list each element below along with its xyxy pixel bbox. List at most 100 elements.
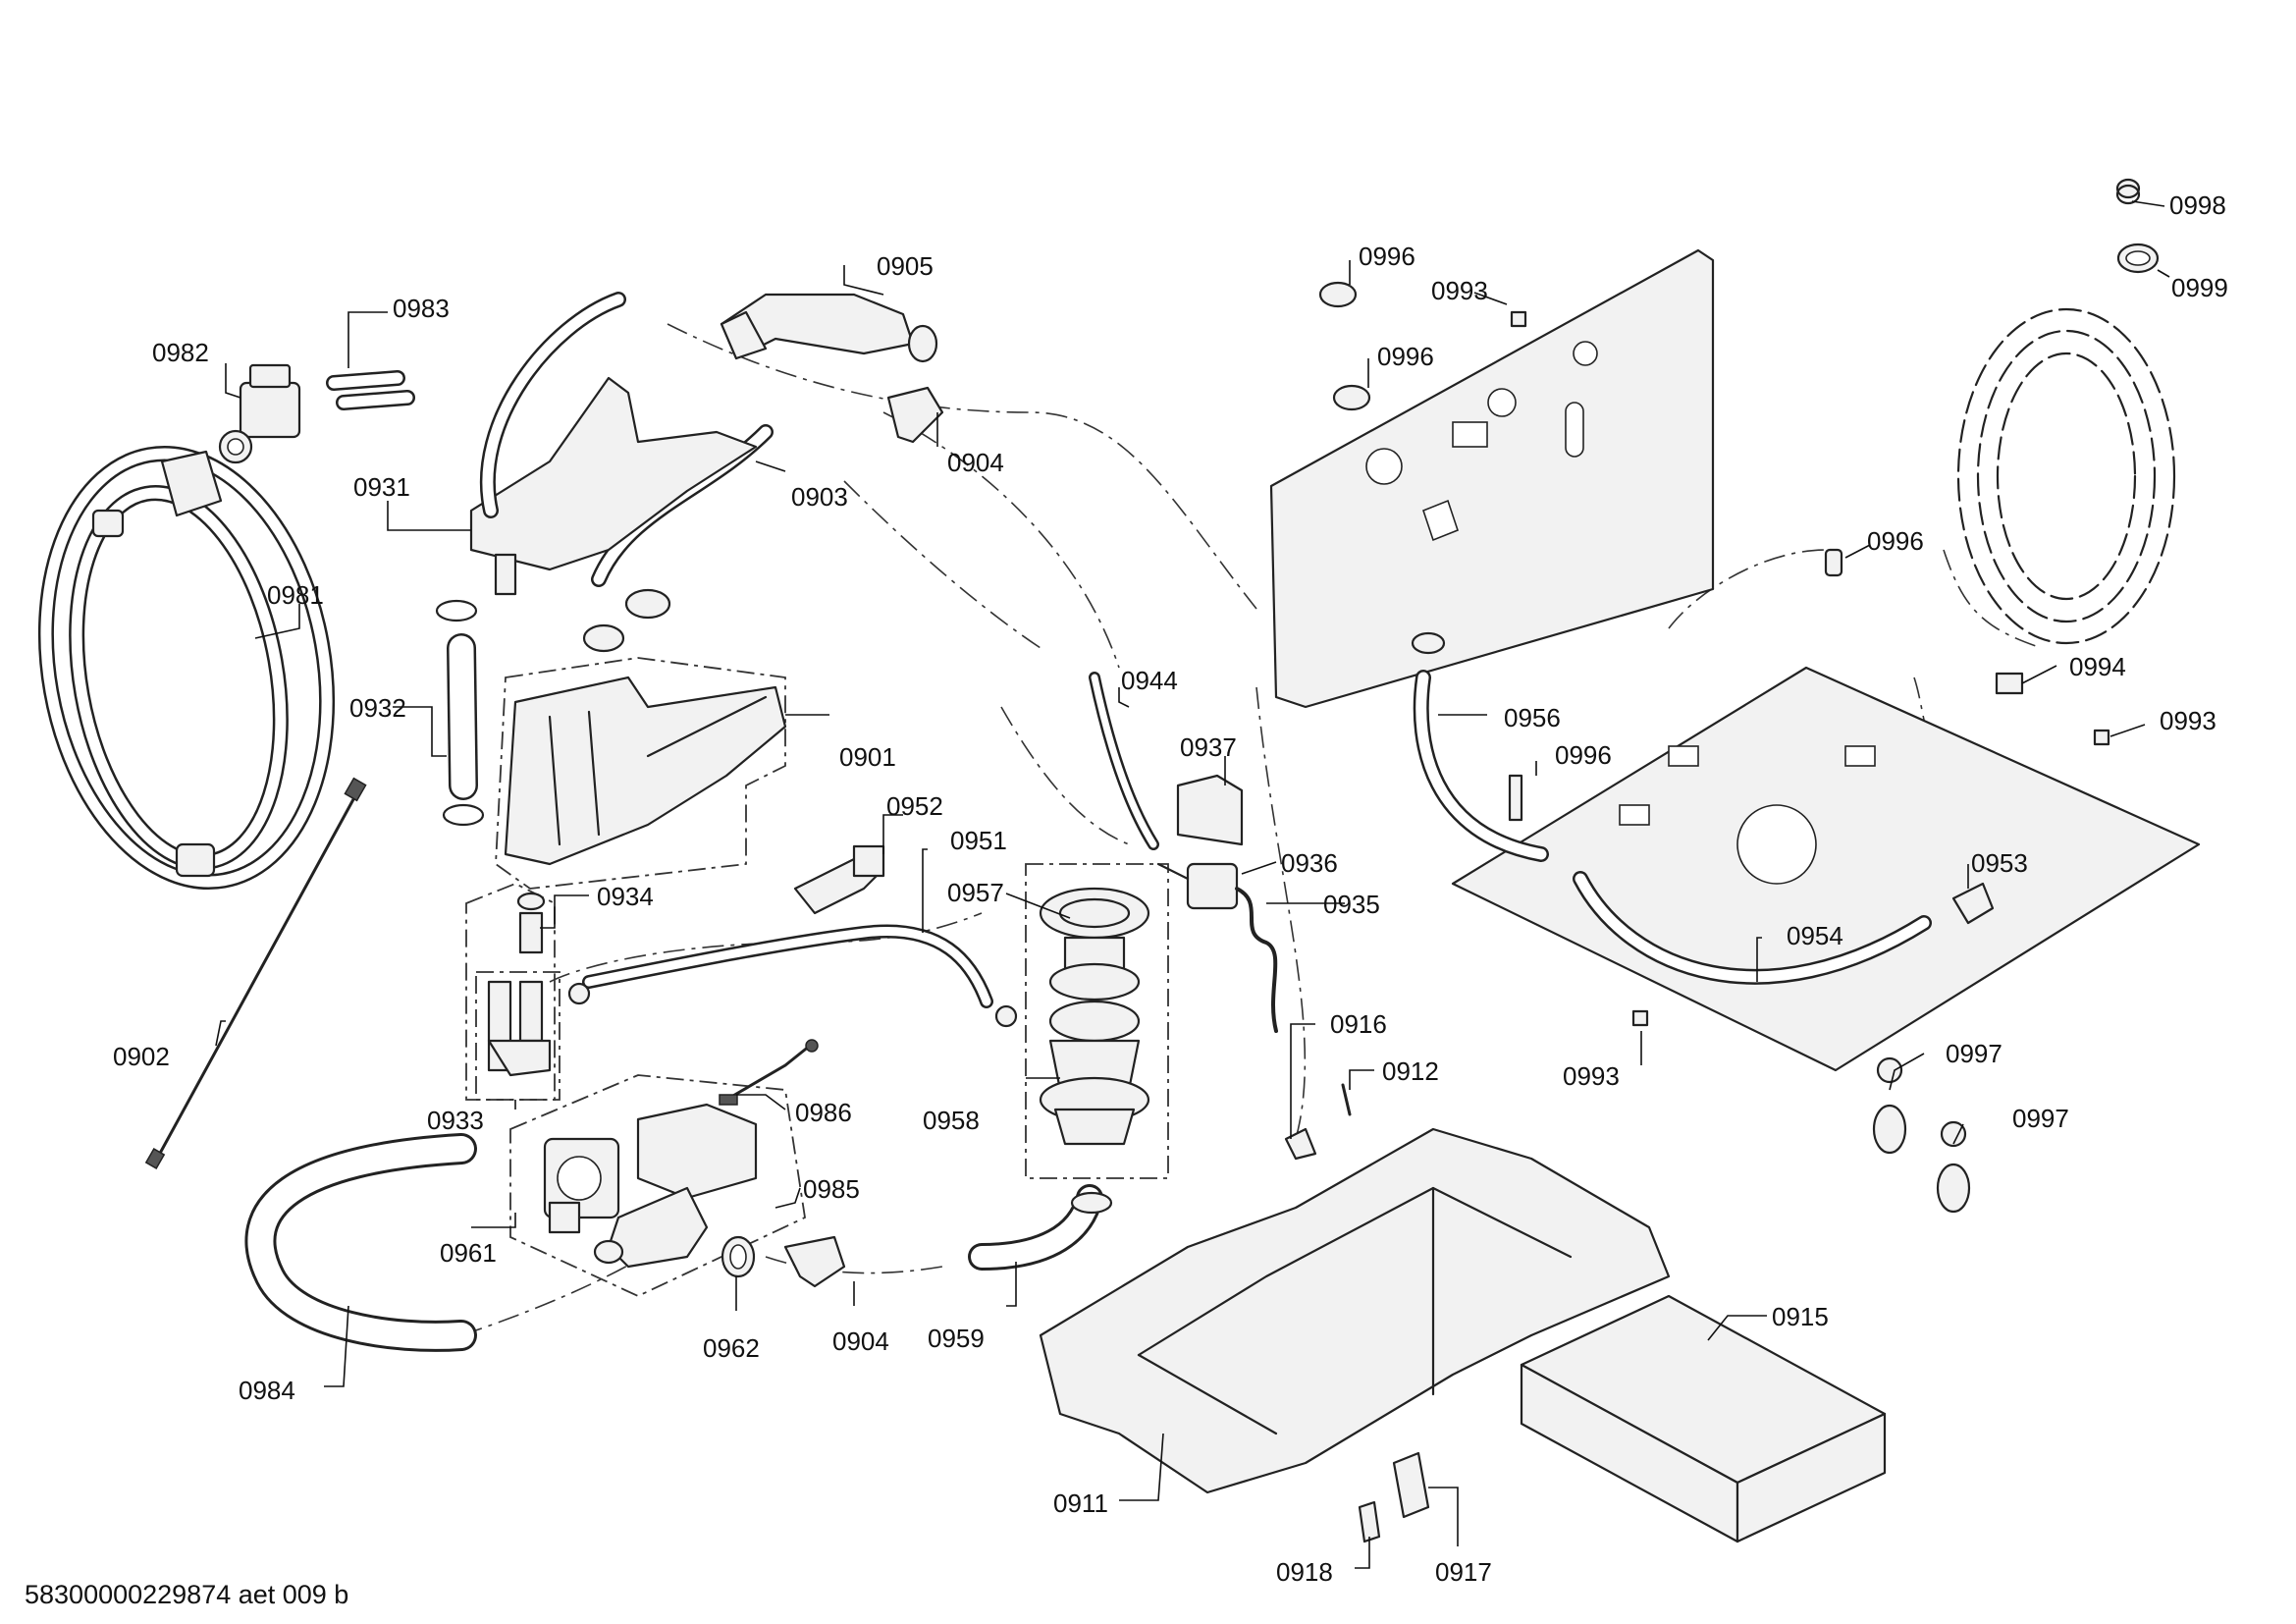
label-0996: 0996 <box>1555 740 1612 770</box>
label-0983: 0983 <box>393 294 450 323</box>
part-0904-elbow-top[interactable] <box>886 386 944 444</box>
part-0934-connector[interactable] <box>516 892 546 954</box>
label-0905: 0905 <box>877 251 934 281</box>
label-0982: 0982 <box>152 338 209 367</box>
part-back-panel[interactable] <box>1269 248 1715 709</box>
label-0903: 0903 <box>791 482 848 512</box>
part-0952-sensor[interactable] <box>793 844 885 915</box>
clip-0997-b[interactable] <box>1936 1120 1971 1214</box>
label-0958: 0958 <box>923 1106 980 1135</box>
label-0918: 0918 <box>1276 1557 1333 1587</box>
label-0986: 0986 <box>795 1098 852 1127</box>
clip-0996-a[interactable] <box>1318 281 1358 308</box>
clip-0993-c[interactable] <box>1631 1009 1649 1027</box>
part-0985-pump-housing[interactable] <box>593 1103 758 1269</box>
part-labels: 0998 0999 0905 0996 0993 0983 0982 0996 … <box>113 190 2228 1587</box>
part-0954-hose[interactable] <box>1573 871 1932 985</box>
label-0912: 0912 <box>1382 1056 1439 1086</box>
part-0912-pin[interactable] <box>1341 1083 1352 1116</box>
part-0902-wire[interactable] <box>144 777 367 1169</box>
part-0958-filter-housing[interactable] <box>1039 1000 1150 1146</box>
drawing-id: 58300000229874 aet 009 b <box>25 1580 348 1609</box>
label-0981: 0981 <box>267 580 324 610</box>
part-tub-base[interactable] <box>1451 666 2201 1072</box>
label-0993: 0993 <box>2160 706 2216 735</box>
part-0998-nut[interactable] <box>2115 178 2141 205</box>
part-0956-hose[interactable] <box>1411 631 1549 862</box>
label-0999: 0999 <box>2171 273 2228 302</box>
label-0993: 0993 <box>1563 1061 1620 1091</box>
label-0901: 0901 <box>839 742 896 772</box>
label-0934: 0934 <box>597 882 654 911</box>
part-0961-drain-pump[interactable] <box>543 1137 620 1234</box>
label-0954: 0954 <box>1787 921 1843 950</box>
part-0936-valve[interactable] <box>1156 862 1239 910</box>
label-0996: 0996 <box>1359 242 1415 271</box>
part-0911-base-frame[interactable] <box>1039 1127 1671 1494</box>
part-0986-wire[interactable] <box>719 1039 819 1106</box>
clip-0994[interactable] <box>1995 672 2024 695</box>
label-0917: 0917 <box>1435 1557 1492 1587</box>
label-0936: 0936 <box>1281 848 1338 878</box>
label-0993: 0993 <box>1431 276 1488 305</box>
label-0985: 0985 <box>803 1174 860 1204</box>
part-0957-filter-cap[interactable] <box>1039 887 1150 1001</box>
clip-0997-a[interactable] <box>1872 1056 1907 1155</box>
part-0983-hose-piece[interactable] <box>326 370 415 410</box>
part-0944-hose[interactable] <box>1089 672 1159 850</box>
label-0915: 0915 <box>1772 1302 1829 1331</box>
label-0996: 0996 <box>1377 342 1434 371</box>
part-0915-cover[interactable] <box>1520 1294 1887 1543</box>
part-0962-seal[interactable] <box>721 1235 756 1278</box>
label-0962: 0962 <box>703 1333 760 1363</box>
part-0917-board[interactable] <box>1392 1451 1430 1519</box>
label-0931: 0931 <box>353 472 410 502</box>
part-0935-tube[interactable] <box>1235 887 1278 1033</box>
label-0911: 0911 <box>1053 1489 1108 1518</box>
label-0998: 0998 <box>2169 190 2226 220</box>
label-0997: 0997 <box>1946 1039 2002 1068</box>
label-0902: 0902 <box>113 1042 170 1071</box>
label-0904: 0904 <box>947 448 1004 477</box>
clip-0996-b[interactable] <box>1332 384 1371 411</box>
part-0933-air-trap[interactable] <box>487 980 552 1077</box>
part-0959-elbow-hose[interactable] <box>968 1184 1113 1271</box>
part-0982-inlet-valve[interactable] <box>160 363 301 517</box>
label-0994: 0994 <box>2069 652 2126 681</box>
label-0952: 0952 <box>886 791 943 821</box>
label-0961: 0961 <box>440 1238 497 1268</box>
leader-lines <box>215 200 2170 1569</box>
part-0937-bracket[interactable] <box>1176 774 1244 846</box>
label-0935: 0935 <box>1323 890 1380 919</box>
part-0981-inlet-hose[interactable] <box>14 431 359 904</box>
part-0932-hose[interactable] <box>435 599 485 827</box>
part-0953-clip[interactable] <box>1951 882 1995 925</box>
part-0905-bellows[interactable] <box>720 293 938 363</box>
label-0916: 0916 <box>1330 1009 1387 1039</box>
part-0918-bracket[interactable] <box>1358 1500 1381 1543</box>
clip-0993-a[interactable] <box>1510 310 1527 328</box>
label-0932: 0932 <box>349 693 406 723</box>
part-0931-dispenser-housing[interactable] <box>469 292 758 596</box>
label-0953: 0953 <box>1971 848 2028 878</box>
label-0959: 0959 <box>928 1324 985 1353</box>
part-0904-elbow-bottom[interactable] <box>783 1235 846 1288</box>
clip-0996-c[interactable] <box>1824 548 1843 577</box>
group-outlines <box>465 657 1169 1297</box>
label-0951: 0951 <box>950 826 1007 855</box>
label-0996: 0996 <box>1867 526 1924 556</box>
clip-0996-d[interactable] <box>1508 774 1523 822</box>
label-0944: 0944 <box>1121 666 1178 695</box>
part-0951-hose[interactable] <box>567 924 1018 1028</box>
label-0937: 0937 <box>1180 732 1237 762</box>
label-0997: 0997 <box>2012 1104 2069 1133</box>
label-0904: 0904 <box>832 1326 889 1356</box>
label-0956: 0956 <box>1504 703 1561 732</box>
part-drain-coil <box>1956 307 2176 645</box>
part-0999-clamp[interactable] <box>2116 243 2160 274</box>
part-0984-drain-hose[interactable] <box>244 1133 477 1352</box>
part-0901-dispenser-tray[interactable] <box>504 676 787 866</box>
part-0916-clip[interactable] <box>1284 1127 1317 1161</box>
clip-0993-b[interactable] <box>2093 729 2110 746</box>
